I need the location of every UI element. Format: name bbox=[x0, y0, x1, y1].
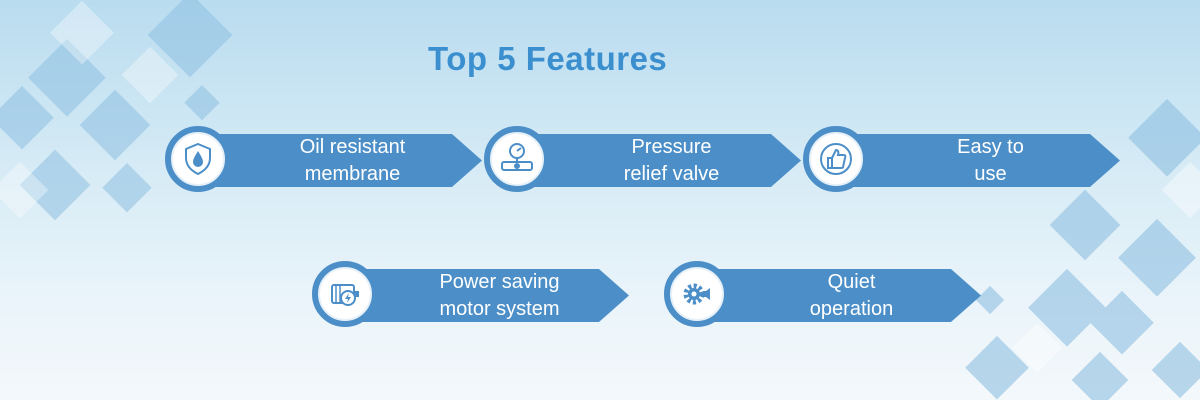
feature-banner: Easy to use bbox=[843, 134, 1120, 187]
feature-banner: Quiet operation bbox=[704, 269, 981, 322]
feature-label: Easy to use bbox=[957, 135, 1024, 185]
power-motor-icon bbox=[318, 267, 372, 321]
feature-banner: Oil resistant membrane bbox=[205, 134, 482, 187]
feature-label: Pressure relief valve bbox=[623, 135, 720, 185]
quiet-gear-speaker-icon bbox=[670, 267, 724, 321]
feature-label: Quiet operation bbox=[809, 270, 894, 320]
pressure-gauge-valve-icon bbox=[490, 132, 544, 186]
feature-label: Power saving motor system bbox=[439, 270, 560, 320]
page-title: Top 5 Features bbox=[428, 40, 668, 77]
feature-banner: Pressure relief valve bbox=[524, 134, 801, 187]
thumbs-up-hand-icon bbox=[809, 132, 863, 186]
feature-banner: Power saving motor system bbox=[352, 269, 629, 322]
oil-drop-shield-icon bbox=[171, 132, 225, 186]
feature-label: Oil resistant membrane bbox=[299, 135, 406, 185]
